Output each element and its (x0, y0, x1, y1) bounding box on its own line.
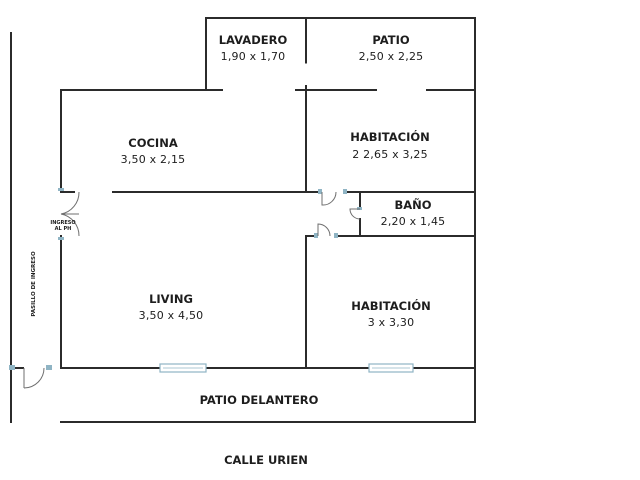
bano-label: BAÑO (394, 197, 431, 212)
habitacion2-size: 2 2,65 x 3,25 (352, 148, 428, 161)
street-label: CALLE URIEN (224, 453, 308, 467)
door-jamb (334, 233, 338, 238)
door-jamb (9, 365, 15, 370)
ingreso-door-swing-top (60, 191, 80, 215)
windows (159, 363, 414, 373)
patio-label: PATIO (372, 33, 410, 47)
door-jamb (318, 189, 322, 194)
ingreso-label-line1: INGRESO (50, 220, 75, 226)
bano-door (349, 208, 361, 220)
entrance-door-swing (23, 367, 45, 389)
ingreso-door-swing (60, 213, 80, 237)
habitacion2-label: HABITACIÓN (350, 129, 430, 144)
doors (9, 62, 362, 389)
ingreso-label-line2: AL PH (55, 226, 72, 232)
patio-delantero-label: PATIO DELANTERO (200, 393, 319, 407)
living-size: 3,50 x 4,50 (139, 309, 204, 322)
pasillo-label: PASILLO DE INGRESO (31, 251, 37, 317)
door-jamb (314, 233, 318, 238)
living-window (159, 363, 207, 373)
habitacion-window (368, 363, 414, 373)
cocina-label: COCINA (128, 136, 178, 150)
bano-size: 2,20 x 1,45 (381, 215, 446, 228)
habitacion-label: HABITACIÓN (351, 298, 431, 313)
living-label: LIVING (149, 292, 193, 306)
door-jamb (58, 237, 64, 240)
lavadero-label: LAVADERO (219, 33, 288, 47)
door-jamb (58, 188, 64, 191)
habitacion-door (317, 223, 331, 237)
habitacion-size: 3 x 3,30 (368, 316, 415, 329)
habitacion2-door (321, 191, 337, 206)
lavadero-size: 1,90 x 1,70 (221, 50, 286, 63)
door-jamb (343, 189, 347, 194)
patio-size: 2,50 x 2,25 (359, 50, 424, 63)
room-labels: LAVADERO 1,90 x 1,70 PATIO 2,50 x 2,25 C… (31, 33, 445, 467)
door-jamb (46, 365, 52, 370)
cocina-size: 3,50 x 2,15 (121, 153, 186, 166)
